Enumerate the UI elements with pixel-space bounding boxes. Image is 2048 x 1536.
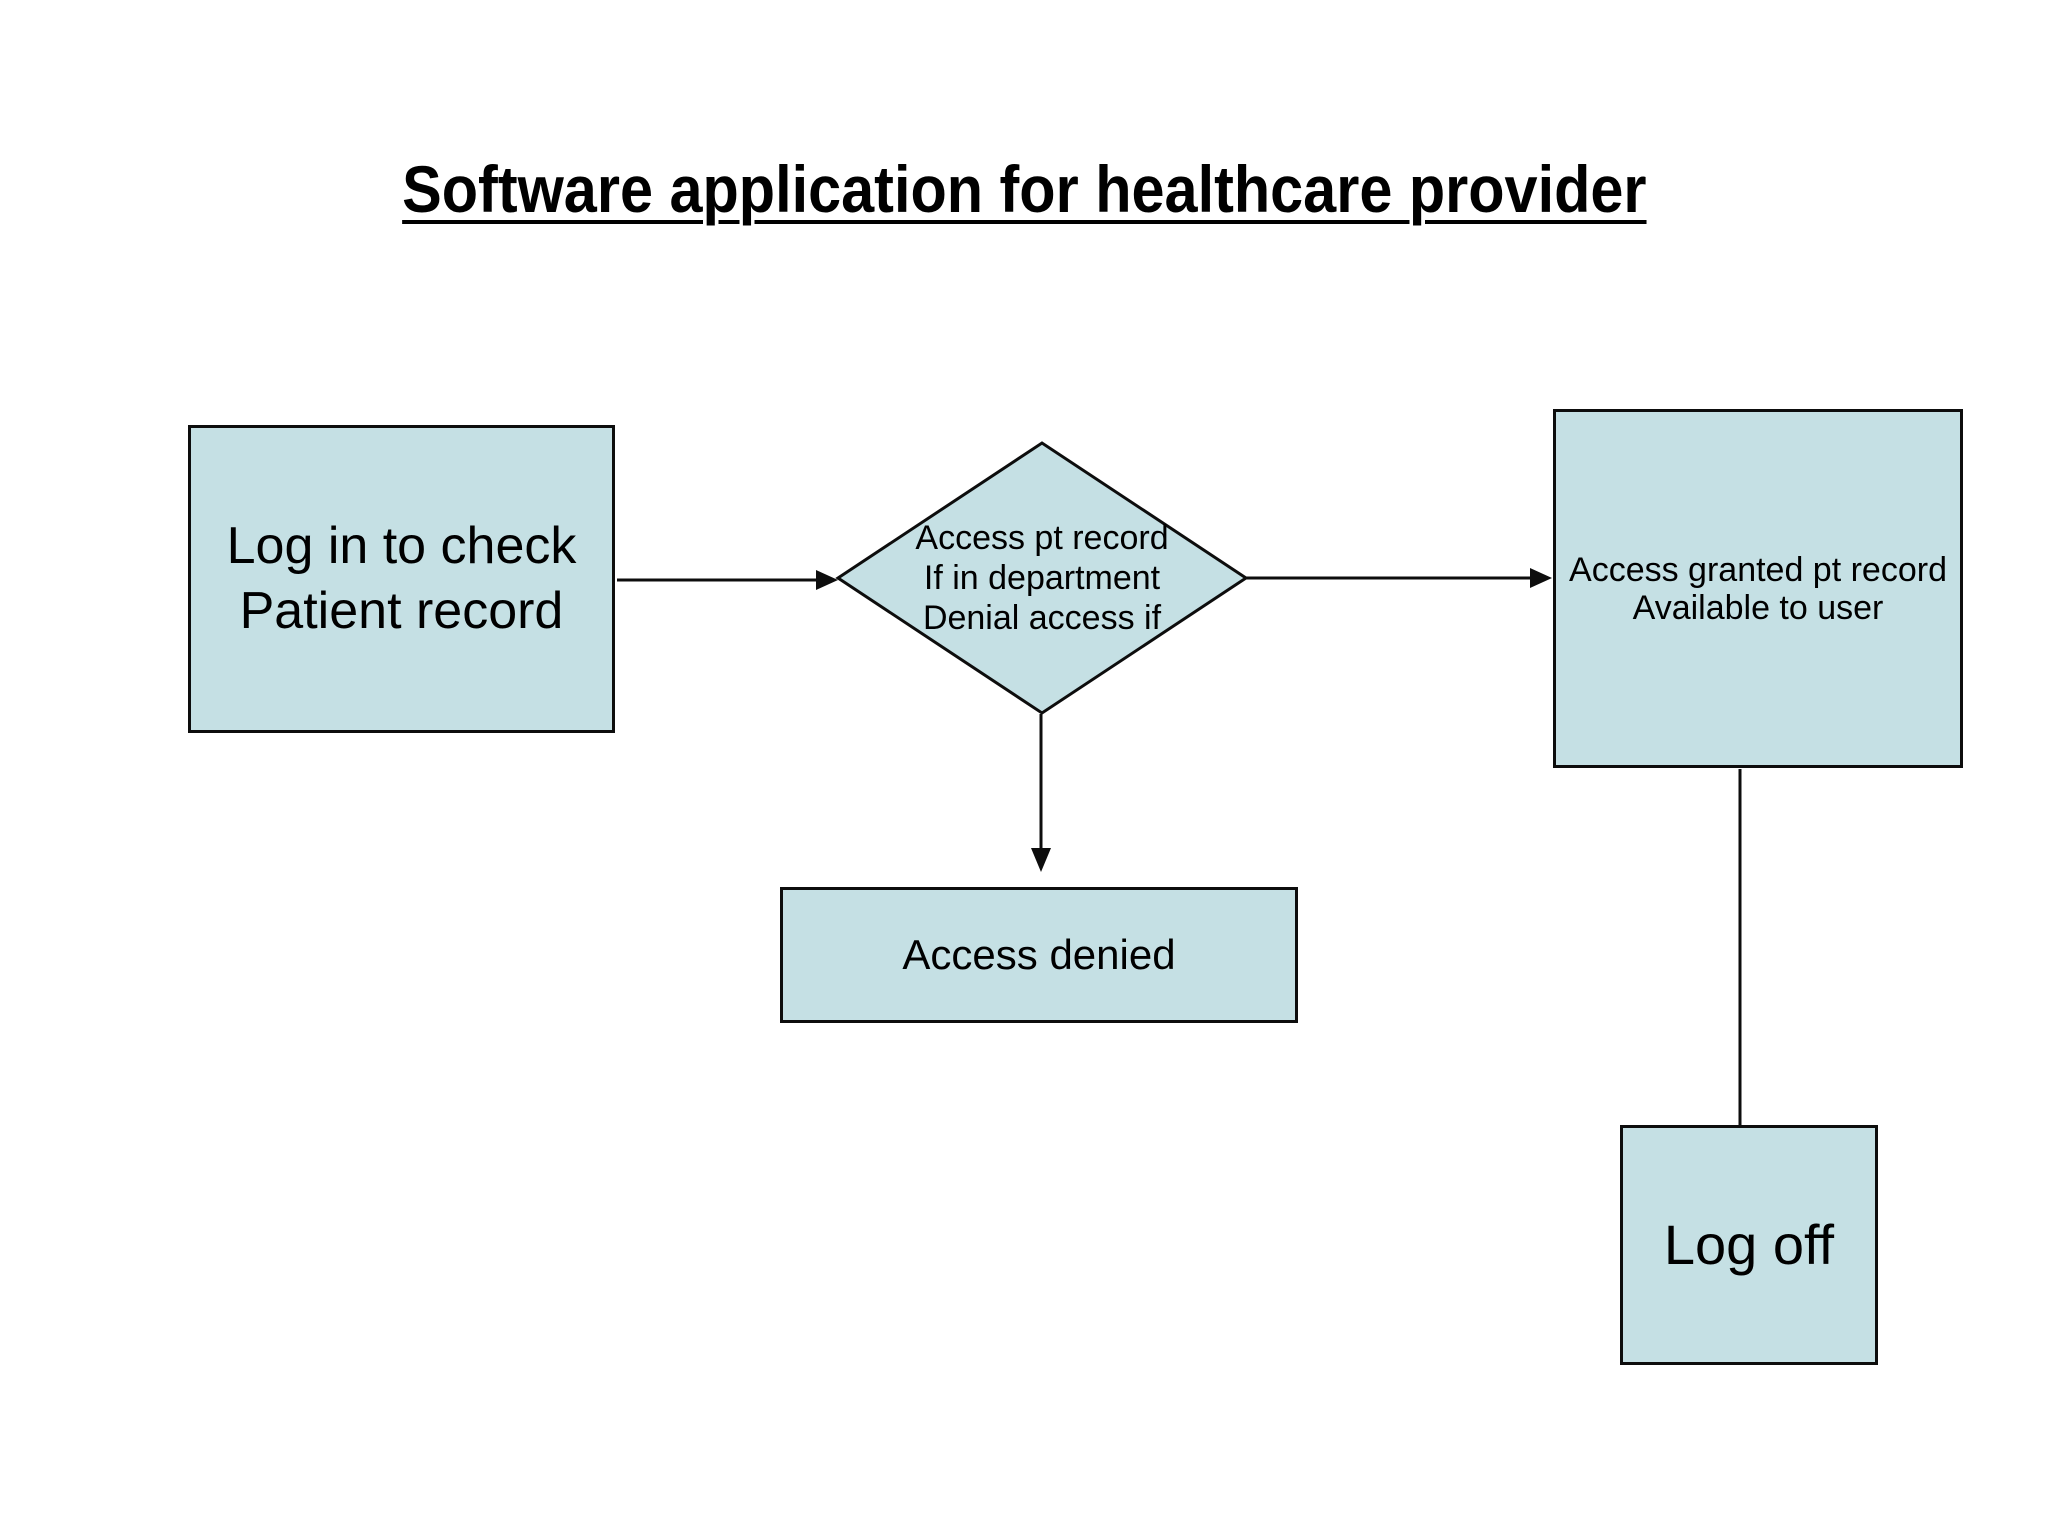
process-node-log-off: Log off [1620, 1125, 1878, 1365]
process-node-access-granted-line2: Available to user [1632, 588, 1884, 627]
arrowhead-decision-to-granted [1530, 568, 1552, 588]
process-node-log-off-line1: Log off [1663, 1213, 1835, 1276]
process-node-access-denied-line1: Access denied [902, 931, 1176, 978]
process-node-login-line1: Log in to check [226, 517, 577, 575]
process-node-access-granted-line1: Access granted pt record [1569, 550, 1947, 589]
decision-node-line3: Denial access if [922, 599, 1162, 637]
process-node-login: Log in to check Patient record [188, 425, 615, 733]
process-node-access-granted: Access granted pt record Available to us… [1553, 409, 1963, 768]
decision-node-label: Access pt record If in department Denial… [842, 443, 1242, 713]
arrowhead-decision-to-denied [1031, 848, 1051, 872]
page-title: Software application for healthcare prov… [0, 156, 2048, 222]
process-node-access-denied: Access denied [780, 887, 1298, 1023]
process-node-login-line2: Patient record [239, 582, 564, 640]
arrowhead-login-to-decision [816, 570, 838, 590]
page-title-text: Software application for healthcare prov… [401, 152, 1647, 226]
decision-node-line2: If in department [923, 559, 1161, 597]
decision-node-line1: Access pt record [915, 519, 1169, 557]
